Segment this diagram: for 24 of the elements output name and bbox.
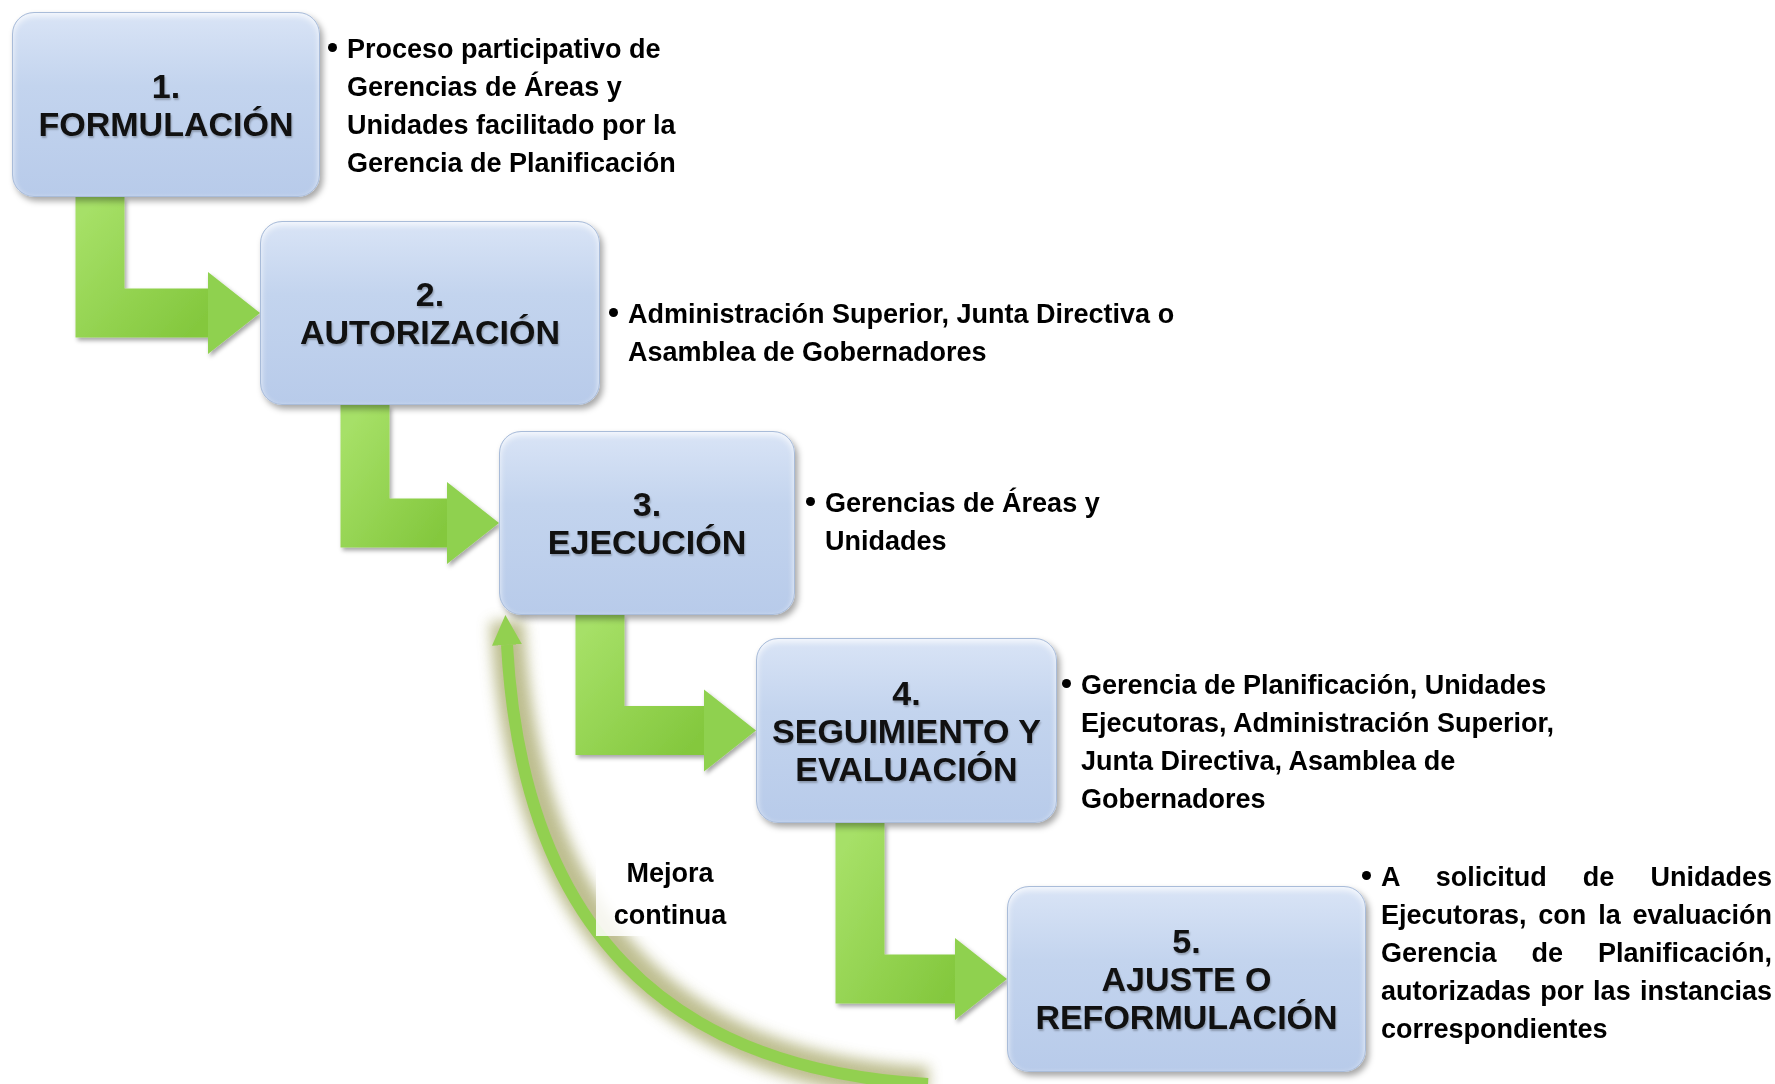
step-number: 2. — [415, 275, 445, 313]
bent-arrow — [75, 197, 260, 354]
step-box — [1007, 886, 1366, 1072]
curved-arrow — [490, 615, 930, 1084]
step-number: 5. — [1172, 922, 1201, 960]
step-title: FORMULACIÓN — [38, 104, 294, 143]
step-box — [12, 12, 320, 197]
bullet-text: Gerencias de Áreas y Unidades — [825, 486, 1101, 558]
step-box — [260, 221, 600, 405]
bullet-text: A solicitud de Unidades Ejecutoras, con la evaluación Gerencia de Planificación, autorizadas por las instancias correspondientes — [1381, 861, 1772, 1046]
step-number: 3. — [632, 485, 662, 523]
bullet-text: Administración Superior, Junta Directiva o Asamblea de Gobernadores — [628, 298, 1176, 369]
step-title: AUTORIZACIÓN — [300, 313, 560, 351]
step-number: 1. — [151, 66, 181, 105]
bent-arrow — [340, 405, 499, 564]
step-box — [756, 638, 1057, 823]
step-title: SEGUIMIENTO Y EVALUACIÓN — [771, 711, 1042, 788]
step-box — [499, 431, 795, 615]
step-title: EJECUCIÓN — [547, 523, 747, 561]
bent-arrow — [575, 615, 756, 772]
bullet-text: Gerencia de Planificación, Unidades Ejecutoras, Administración Superior, Junta Directiva, Asamblea de Gobernadores — [1081, 669, 1556, 816]
step-number: 4. — [892, 673, 921, 712]
step-title: AJUSTE O REFORMULACIÓN — [1034, 960, 1339, 1036]
bullet-text: Proceso participativo de Gerencias de Áreas y Unidades facilitado por la Gerencia de Planificación — [347, 33, 677, 180]
